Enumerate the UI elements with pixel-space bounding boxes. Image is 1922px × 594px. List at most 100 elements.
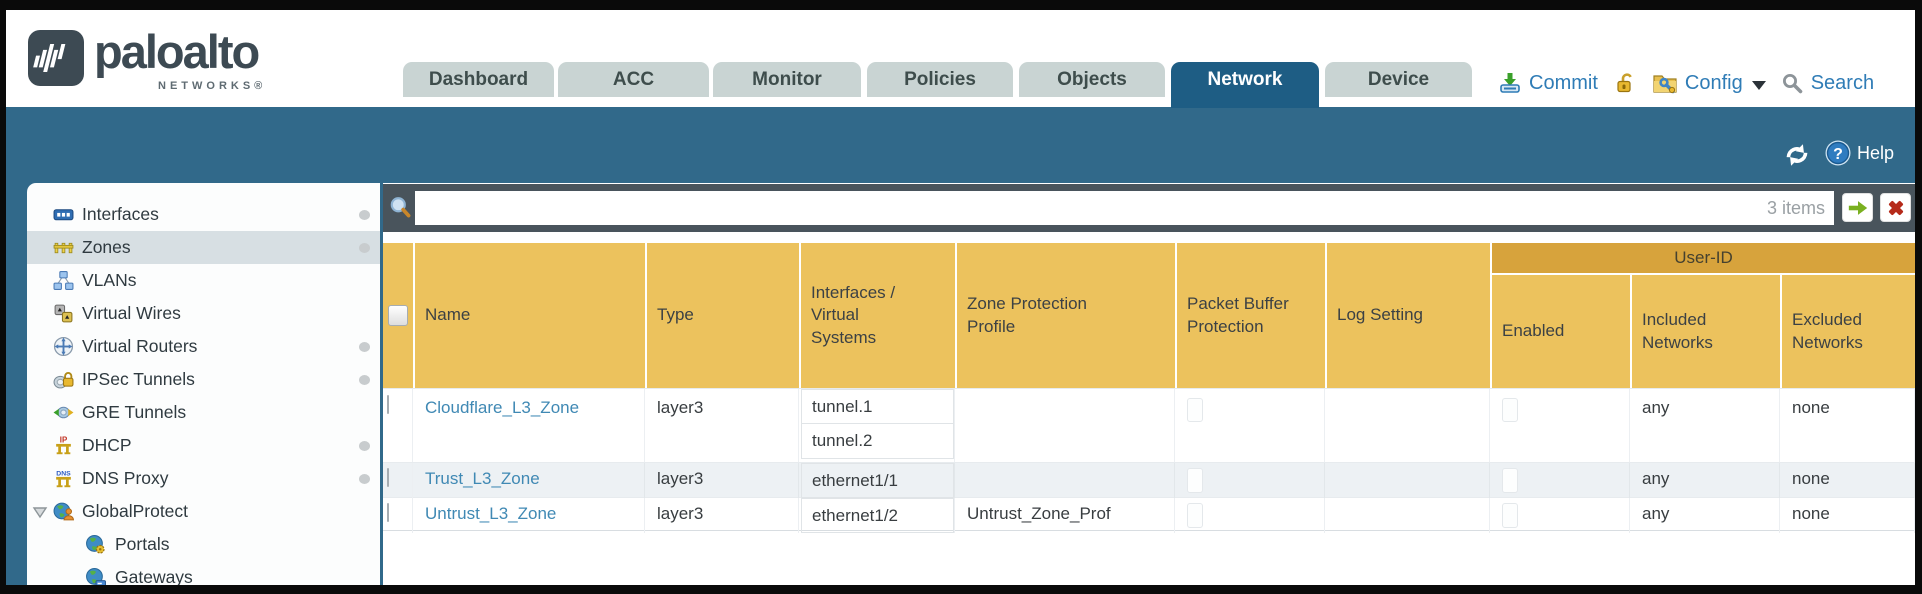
status-dot (359, 210, 370, 220)
config-menu[interactable]: Config (1684, 71, 1743, 94)
sidebar-item-label: Virtual Wires (82, 303, 181, 323)
row-checkbox-cell (383, 389, 413, 462)
row-checkbox[interactable] (387, 468, 389, 487)
excluded-networks-cell: none (1782, 463, 1915, 498)
tab-dashboard[interactable]: Dashboard (403, 62, 554, 97)
tab-network[interactable]: Network (1171, 62, 1319, 108)
tab-objects[interactable]: Objects (1019, 62, 1165, 97)
sidebar-item-zones[interactable]: Zones (27, 231, 380, 264)
user-id-enabled-checkbox[interactable] (1502, 468, 1518, 493)
sidebar-item-virtual-routers[interactable]: Virtual Routers (27, 330, 380, 363)
user-id-enabled-cell (1492, 498, 1630, 533)
column-header-interfaces[interactable]: Interfaces / Virtual Systems (801, 243, 955, 388)
packet-buffer-protection-cell (1177, 463, 1325, 498)
user-id-enabled-checkbox[interactable] (1502, 398, 1518, 422)
help-button[interactable]: ? Help (1824, 139, 1894, 167)
sidebar-item-dhcp[interactable]: IP DHCP (27, 429, 380, 462)
dhcp-icon: IP (53, 435, 74, 456)
column-header-excluded-networks[interactable]: Excluded Networks (1782, 275, 1915, 388)
filter-search-icon[interactable] (388, 195, 414, 226)
sidebar-item-portals[interactable]: Portals (27, 528, 380, 561)
interface-item: ethernet1/2 (801, 498, 954, 533)
packet-buffer-protection-checkbox[interactable] (1187, 503, 1203, 528)
user-id-enabled-checkbox[interactable] (1502, 503, 1518, 528)
sidebar-item-ipsec-tunnels[interactable]: IPSec Tunnels (27, 363, 380, 396)
zone-name-link[interactable]: Trust_L3_Zone (425, 469, 540, 488)
page-background: paloalto NETWORKS® Dashboard ACC Monitor… (6, 10, 1915, 585)
status-dot (359, 375, 370, 385)
clear-filter-button[interactable] (1880, 193, 1911, 222)
row-checkbox[interactable] (387, 503, 389, 522)
tab-policies[interactable]: Policies (867, 62, 1013, 97)
column-group-user-id: User-ID (1492, 243, 1915, 273)
packet-buffer-protection-checkbox[interactable] (1187, 468, 1203, 493)
sidebar-item-virtual-wires[interactable]: Virtual Wires (27, 297, 380, 330)
table-row[interactable]: Untrust_L3_Zone layer3 ethernet1/2 Untru… (383, 497, 1915, 533)
zone-name-cell: Cloudflare_L3_Zone (415, 389, 645, 462)
search-menu[interactable]: Search (1810, 71, 1875, 94)
dns-proxy-icon: DNS (53, 468, 74, 489)
sidebar-item-dns-proxy[interactable]: DNS DNS Proxy (27, 462, 380, 495)
zones-table-header: Name Type Interfaces / Virtual Systems Z… (383, 243, 1915, 388)
expander-triangle-icon[interactable] (32, 504, 48, 525)
sidebar-item-label: VLANs (82, 270, 137, 290)
virtual-routers-icon (53, 336, 74, 357)
row-checkbox-cell (383, 498, 413, 533)
sidebar-item-interfaces[interactable]: Interfaces (27, 198, 380, 231)
sidebar-item-label: Virtual Routers (82, 336, 198, 356)
row-checkbox[interactable] (387, 395, 389, 414)
interface-item: tunnel.2 (801, 424, 954, 459)
packet-buffer-protection-checkbox[interactable] (1187, 398, 1203, 422)
table-row[interactable]: Trust_L3_Zone layer3 ethernet1/1 any non… (383, 462, 1915, 498)
sidebar-item-label: IPSec Tunnels (82, 369, 195, 389)
tab-acc[interactable]: ACC (558, 62, 709, 97)
sidebar-item-label: GlobalProtect (82, 501, 189, 521)
sidebar-item-label: GRE Tunnels (82, 402, 187, 422)
filter-input[interactable] (415, 191, 1834, 225)
paloalto-logo-text: paloalto (94, 25, 260, 78)
sidebar-item-label: DHCP (82, 435, 132, 455)
zones-table: Name Type Interfaces / Virtual Systems Z… (383, 243, 1915, 533)
column-header-log-setting[interactable]: Log Setting (1327, 243, 1490, 388)
lock-icon (1613, 71, 1637, 95)
apply-filter-button[interactable] (1842, 193, 1873, 222)
column-header-enabled[interactable]: Enabled (1492, 275, 1630, 388)
column-header-packet-buffer-protection[interactable]: Packet Buffer Protection (1177, 243, 1325, 388)
zone-name-link[interactable]: Cloudflare_L3_Zone (425, 398, 580, 417)
paloalto-logo-subtext: NETWORKS® (158, 80, 267, 92)
tab-device[interactable]: Device (1325, 62, 1472, 97)
sidebar-item-vlans[interactable]: VLANs (27, 264, 380, 297)
zone-protection-profile-cell (957, 463, 1175, 498)
gre-tunnels-icon (53, 402, 74, 423)
user-id-enabled-cell (1492, 463, 1630, 498)
sidebar-item-globalprotect[interactable]: GlobalProtect (27, 495, 380, 528)
select-all-checkbox-cell (383, 243, 413, 388)
column-header-name[interactable]: Name (415, 243, 645, 388)
commit-button[interactable]: Commit (1529, 71, 1598, 94)
zone-name-link[interactable]: Untrust_L3_Zone (425, 504, 557, 523)
column-header-included-networks[interactable]: Included Networks (1632, 275, 1780, 388)
status-dot (359, 342, 370, 352)
zone-interfaces-cell: ethernet1/1 (801, 463, 955, 498)
commit-icon (1498, 71, 1522, 95)
help-label: Help (1857, 142, 1895, 163)
refresh-icon[interactable] (1782, 141, 1812, 174)
sidebar-item-gateways[interactable]: Gateways (27, 561, 380, 585)
gateways-icon (85, 567, 106, 585)
excluded-networks-cell: none (1782, 389, 1915, 462)
table-row[interactable]: Cloudflare_L3_Zone layer3 tunnel.1 tunne… (383, 388, 1915, 462)
interfaces-icon (53, 204, 74, 225)
log-setting-cell (1327, 463, 1490, 498)
tab-monitor[interactable]: Monitor (713, 62, 861, 97)
zone-interfaces-cell: ethernet1/2 (801, 498, 955, 533)
select-all-checkbox[interactable] (388, 305, 408, 326)
sidebar-item-label: DNS Proxy (82, 468, 169, 488)
packet-buffer-protection-cell (1177, 498, 1325, 533)
sidebar-item-gre-tunnels[interactable]: GRE Tunnels (27, 396, 380, 429)
chevron-down-icon[interactable] (1751, 80, 1766, 90)
network-nav-sidebar: Interfaces Zones (27, 183, 380, 585)
column-header-type[interactable]: Type (647, 243, 799, 388)
column-header-zone-protection-profile[interactable]: Zone Protection Profile (957, 243, 1175, 388)
vlans-icon (53, 270, 74, 291)
search-icon (1781, 72, 1804, 95)
